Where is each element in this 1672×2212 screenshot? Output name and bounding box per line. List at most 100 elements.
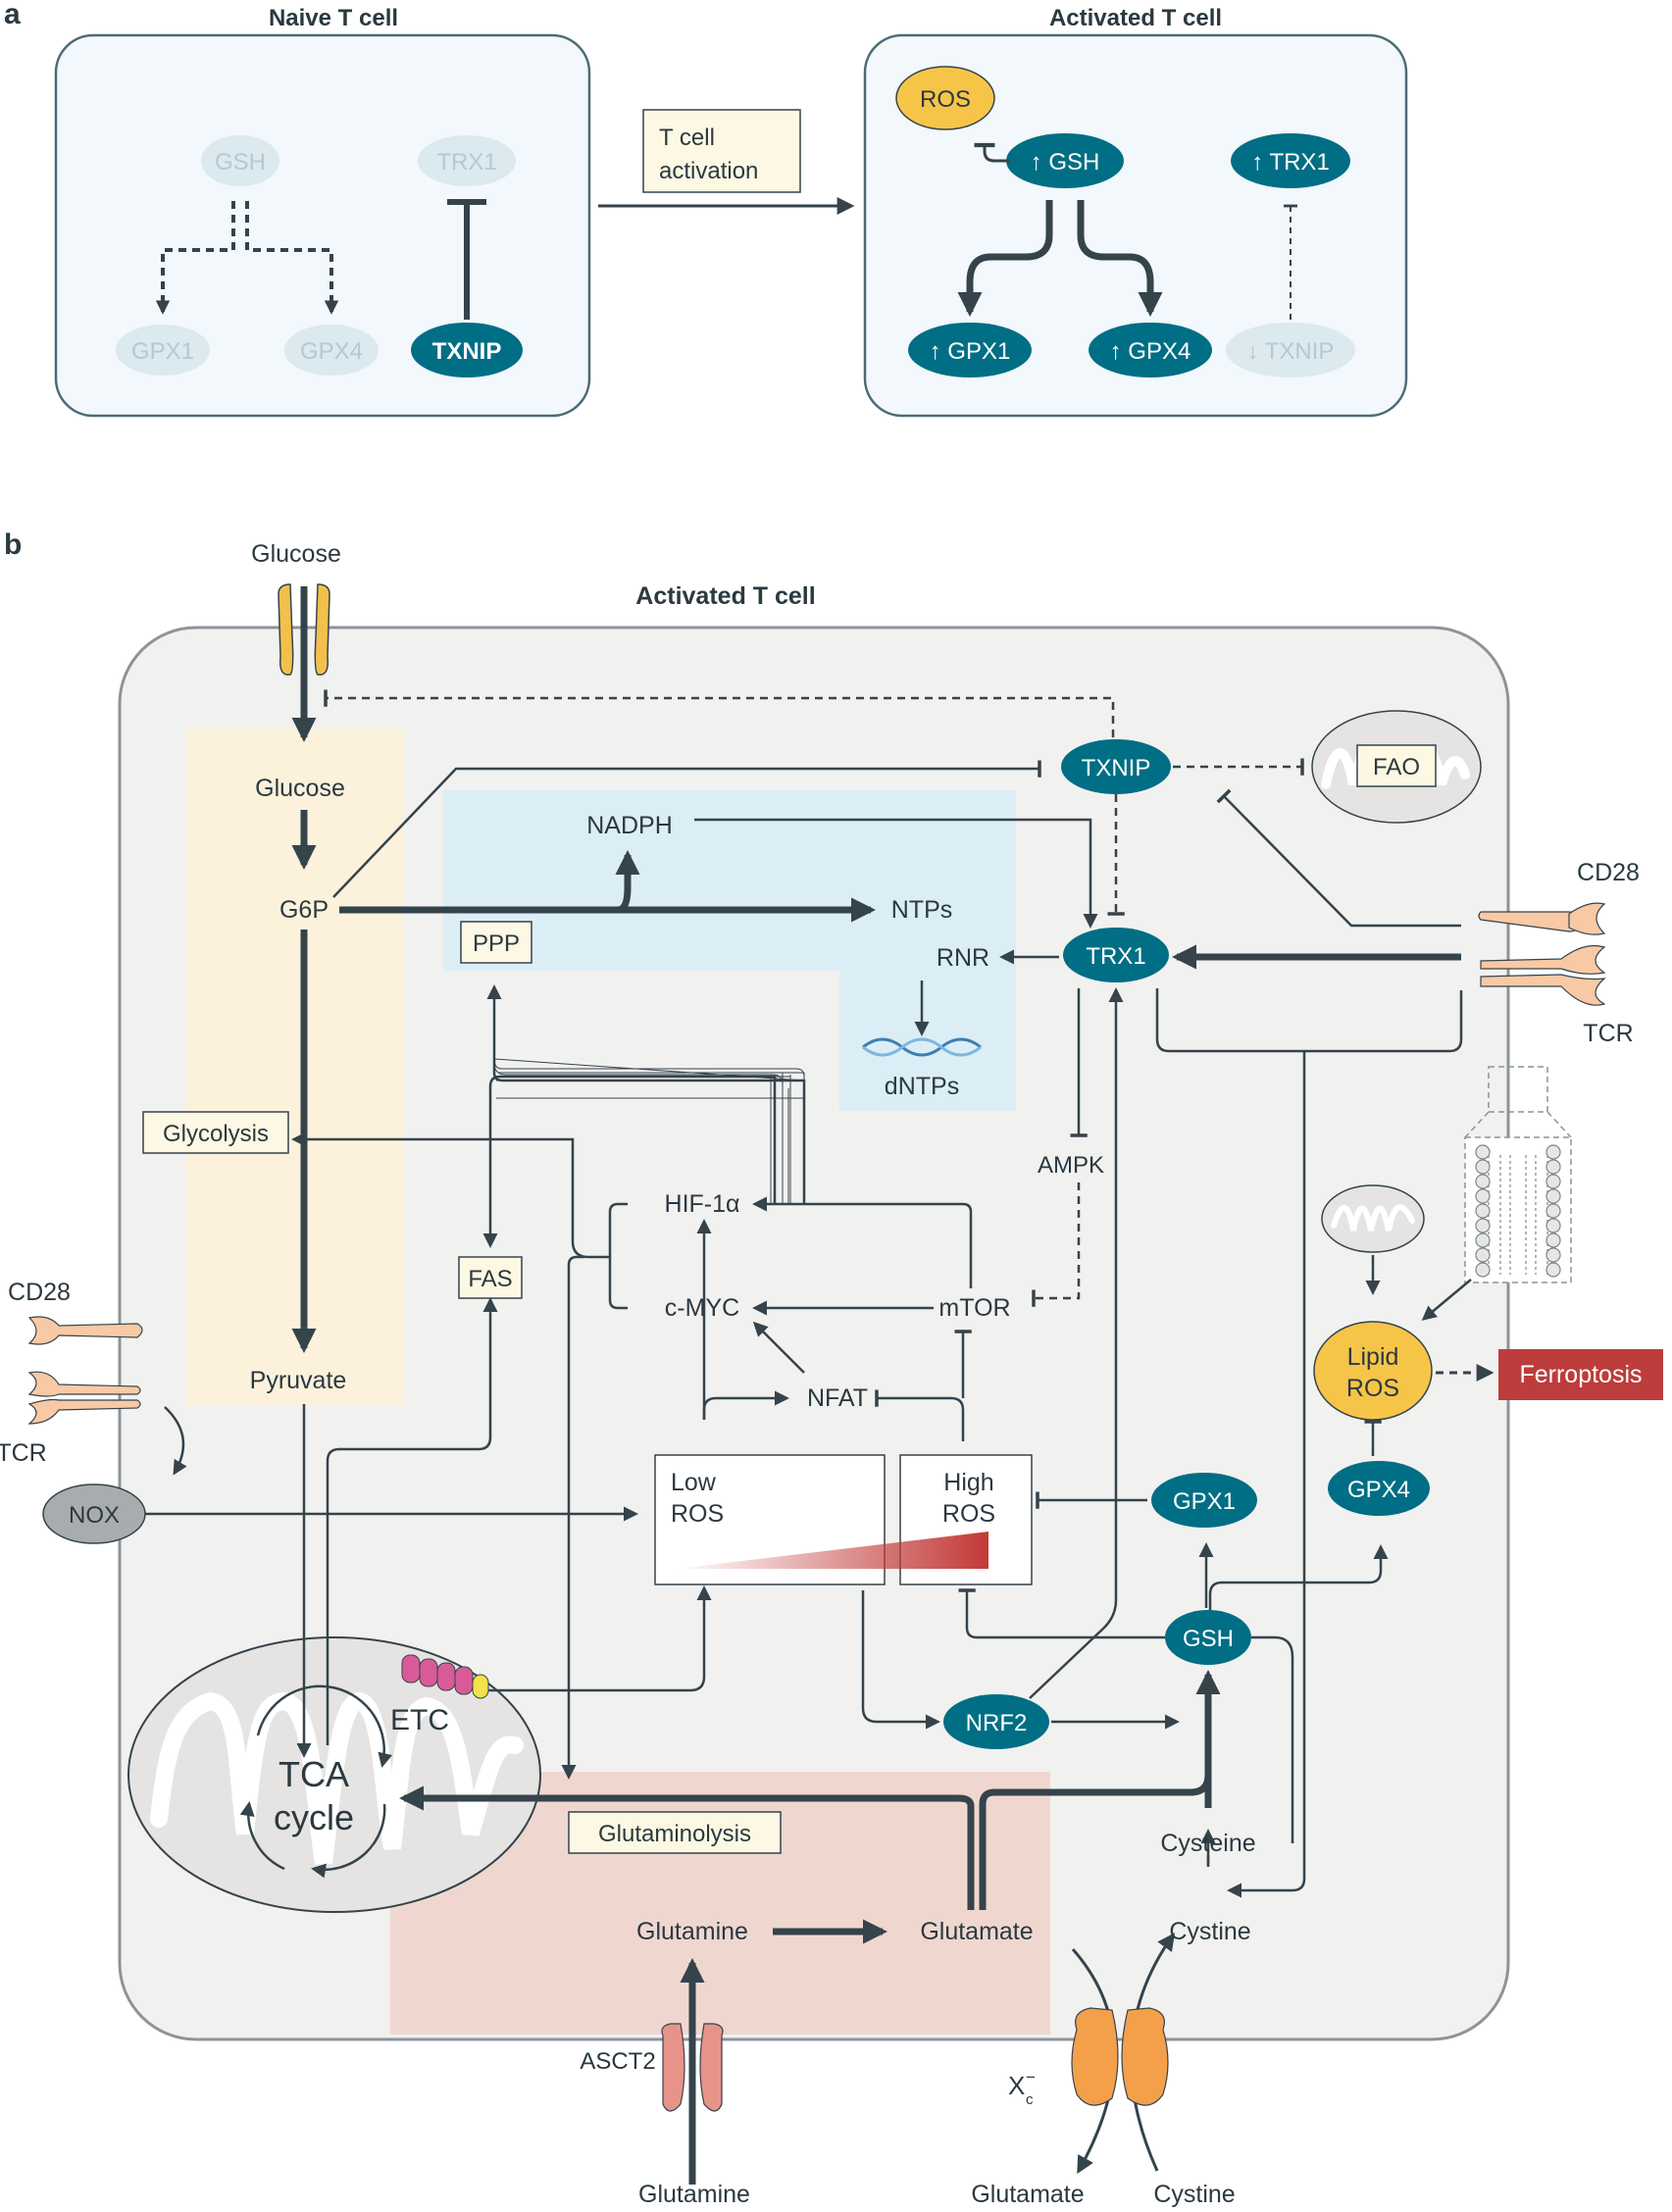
fas-label: FAS xyxy=(468,1266,512,1292)
nrf2-to-trx1-arrow xyxy=(1029,987,1124,1699)
etc-complexes-icon xyxy=(401,1654,489,1699)
nfat-label: NFAT xyxy=(807,1384,868,1412)
txnip-node xyxy=(1061,739,1171,794)
high-ros-line-1: High xyxy=(943,1469,993,1496)
fas-box xyxy=(458,1256,523,1299)
naive-txnip-label: TXNIP xyxy=(432,338,502,365)
glycolysis-band xyxy=(186,729,404,1405)
tcr-to-nox-arrow xyxy=(164,1406,187,1476)
g6p-label: G6P xyxy=(279,896,329,924)
xc-transporter-icon xyxy=(1071,2007,1169,2106)
ampk-label: AMPK xyxy=(1038,1152,1104,1179)
ppp-box xyxy=(460,921,532,964)
g6p-to-nadph-arrow xyxy=(615,849,640,914)
glutamate-in-label: Glutamate xyxy=(920,1918,1033,1945)
tcr-right-icon xyxy=(1480,944,1606,1006)
act-gpx4-node xyxy=(1089,323,1212,377)
rnr-label: RNR xyxy=(937,944,989,972)
lipid-ros-line-2: ROS xyxy=(1346,1375,1399,1402)
lipid-ros-node xyxy=(1313,1321,1433,1421)
gsh-node xyxy=(1165,1610,1251,1665)
nrf2-node xyxy=(943,1694,1049,1749)
naive-trx1-node xyxy=(418,135,516,186)
glycolysis-box xyxy=(142,1111,289,1154)
bilayer-to-lipid-ros xyxy=(1421,1279,1472,1321)
panel-b-title: Activated T cell xyxy=(635,582,815,610)
ros-node-a xyxy=(895,66,995,130)
glutaminolysis-box xyxy=(568,1811,782,1854)
receptor-to-cystine-arrow xyxy=(1227,1051,1306,1898)
panel-a-label: a xyxy=(4,0,21,30)
receptor-fork xyxy=(1155,988,1463,1053)
naive-gpx4-label: GPX4 xyxy=(300,338,363,365)
ros-gradient-wedge xyxy=(677,1532,988,1569)
xc-subscript: c xyxy=(1026,2091,1034,2108)
tca-to-fas-arrow xyxy=(326,1297,498,1745)
gsh-inhibits-ros xyxy=(958,1588,1165,1639)
act-gpx4-label: ↑ GPX4 xyxy=(1110,338,1191,365)
act-trx1-label: ↑ TRX1 xyxy=(1251,149,1330,176)
ferroptosis-label: Ferroptosis xyxy=(1519,1361,1642,1388)
fao-box xyxy=(1356,744,1437,787)
tca-cycle-arc-2 xyxy=(311,1803,386,1879)
glycolysis-label: Glycolysis xyxy=(163,1121,269,1147)
gsh-label: GSH xyxy=(1183,1626,1234,1652)
mitochondrion-cristae xyxy=(150,1691,524,1865)
act-gpx1-label: ↑ GPX1 xyxy=(930,338,1011,365)
gsh-to-gpx4-arrow xyxy=(1208,1544,1389,1616)
nrf2-label: NRF2 xyxy=(966,1710,1028,1736)
act-txnip-node xyxy=(1226,323,1355,377)
ntps-label: NTPs xyxy=(891,896,953,924)
cd28-left-icon xyxy=(27,1316,143,1345)
low-ros-line-2: ROS xyxy=(671,1500,724,1528)
glucose-transporter-icon xyxy=(278,583,330,676)
to-fas-arrow xyxy=(482,1075,777,1248)
tca-line-2: cycle xyxy=(274,1797,354,1837)
ampk-inhibits-mtor xyxy=(1032,1182,1081,1307)
naive-txnip-node xyxy=(411,323,523,377)
g6p-inhibits-txnip xyxy=(332,760,1041,898)
glutamine-out-label: Glutamine xyxy=(638,2181,750,2208)
txnip-label: TXNIP xyxy=(1082,755,1151,781)
nox-label: NOX xyxy=(69,1502,120,1529)
small-mito-cristae xyxy=(1331,1204,1415,1232)
ros-label-a: ROS xyxy=(920,86,971,113)
glucose-outside-label: Glucose xyxy=(251,540,341,568)
act-gsh-node xyxy=(1006,133,1124,188)
naive-cell-box xyxy=(54,33,591,418)
glutamate-out-label: Glutamate xyxy=(971,2181,1084,2208)
glutamine-in-label: Glutamine xyxy=(636,1918,748,1945)
activation-line-2: activation xyxy=(659,158,758,184)
gsh-exit-line xyxy=(1251,1635,1294,1843)
lipid-ros-line-1: Lipid xyxy=(1347,1343,1399,1371)
cysteine-label: Cysteine xyxy=(1160,1830,1255,1857)
ferroptosis-box xyxy=(1498,1349,1663,1400)
gpx4-node xyxy=(1328,1461,1430,1516)
naive-trx1-label: TRX1 xyxy=(436,149,496,176)
glutaminolysis-label: Glutaminolysis xyxy=(598,1821,751,1847)
asct2-label: ASCT2 xyxy=(580,2048,655,2075)
tcr-right-label: TCR xyxy=(1583,1020,1633,1047)
mtor-to-hif-arrow xyxy=(752,1196,973,1288)
naive-cell-title: Naive T cell xyxy=(269,5,398,31)
dntps-label: dNTPs xyxy=(885,1073,959,1100)
gsh-inhibits-ros xyxy=(974,142,1010,163)
cd28-left-label: CD28 xyxy=(8,1279,71,1306)
fao-label: FAO xyxy=(1373,754,1420,780)
ros-to-nrf2-arrow xyxy=(861,1590,940,1730)
lowros-to-nfat-arrow xyxy=(702,1390,789,1420)
activated-cell-box-a xyxy=(863,33,1408,418)
act-trx1-node xyxy=(1231,133,1350,188)
naive-gpx1-label: GPX1 xyxy=(131,338,194,365)
t-cell-activation-box xyxy=(642,109,801,193)
hif-label: HIF-1α xyxy=(665,1190,740,1218)
mtor-label: mTOR xyxy=(938,1294,1010,1322)
gpx1-node xyxy=(1151,1473,1257,1528)
act-txnip-label: ↓ TXNIP xyxy=(1247,338,1335,365)
xc-label: X xyxy=(1008,2071,1025,2100)
gsh-to-gpx4-arrow xyxy=(1077,200,1163,318)
bilayer-inset-zoom xyxy=(1464,1111,1572,1138)
low-ros-line-1: Low xyxy=(671,1469,717,1496)
naive-gpx1-node xyxy=(116,325,210,376)
